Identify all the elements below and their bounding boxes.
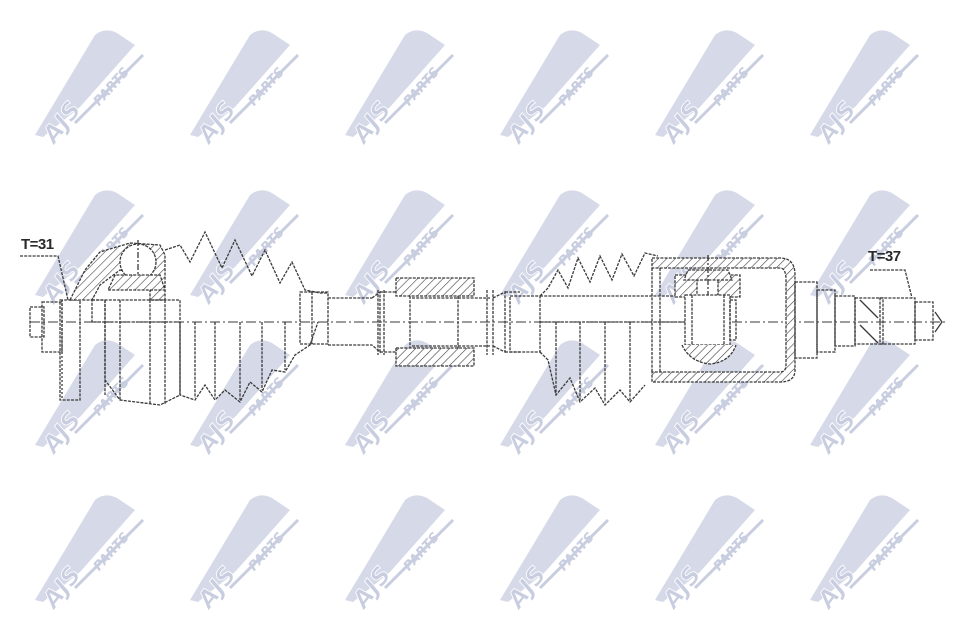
ajs-parts-watermark: AJSPARTS: [490, 335, 620, 460]
ajs-parts-watermark: AJSPARTS: [800, 25, 930, 150]
outer-cv-joint: [20, 240, 181, 406]
inner-boot: [539, 252, 700, 407]
ajs-parts-watermark: AJSPARTS: [645, 25, 775, 150]
tooth-count-inner-label: T=37: [868, 248, 901, 265]
ajs-parts-watermark: AJSPARTS: [25, 25, 155, 150]
splined-stub-shaft: [794, 269, 943, 359]
ajs-parts-watermark: AJSPARTS: [180, 490, 310, 615]
outer-boot: [164, 230, 329, 404]
ajs-parts-watermark: AJSPARTS: [490, 490, 620, 615]
ajs-parts-watermark: AJSPARTS: [25, 490, 155, 615]
ajs-parts-watermark: AJSPARTS: [335, 335, 465, 460]
ajs-parts-watermark: AJSPARTS: [25, 335, 155, 460]
inner-tripod-joint: [651, 255, 796, 383]
tooth-count-outer-label: T=31: [21, 236, 54, 253]
ajs-parts-watermark: AJSPARTS: [490, 185, 620, 310]
ajs-parts-watermark: AJSPARTS: [335, 25, 465, 150]
shaft-right: [458, 290, 541, 355]
ajs-parts-watermark: AJSPARTS: [645, 490, 775, 615]
damper-weight: [395, 277, 475, 367]
ajs-parts-watermark: AJSPARTS: [800, 185, 930, 310]
ajs-parts-watermark: AJSPARTS: [490, 25, 620, 150]
ajs-parts-watermark: AJSPARTS: [800, 335, 930, 460]
ajs-parts-watermark: AJSPARTS: [335, 490, 465, 615]
ajs-parts-watermark: AJSPARTS: [645, 335, 775, 460]
ajs-parts-watermark: AJSPARTS: [335, 185, 465, 310]
ajs-parts-watermark: AJSPARTS: [180, 185, 310, 310]
ajs-parts-watermark: AJSPARTS: [800, 490, 930, 615]
ajs-parts-watermark: AJSPARTS: [180, 25, 310, 150]
